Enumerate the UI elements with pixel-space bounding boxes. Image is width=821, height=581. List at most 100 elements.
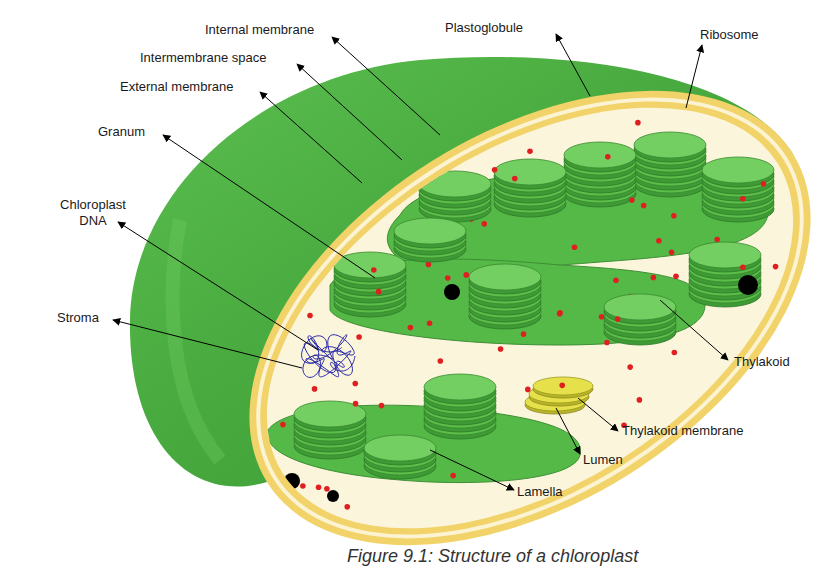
ribosome-dot	[463, 272, 469, 278]
granum-stack	[604, 294, 676, 345]
leader-line	[163, 135, 375, 278]
part-label: Lamella	[517, 484, 563, 500]
granum-stack	[334, 252, 406, 317]
ribosome-dot	[492, 167, 498, 173]
plastoglobule	[284, 473, 300, 489]
ribosome-dot	[527, 149, 533, 155]
ribosome-dot	[316, 484, 322, 490]
ribosome-dot	[408, 325, 414, 331]
chloroplast-dna	[302, 335, 355, 378]
leader-line	[556, 34, 590, 96]
figure-caption: Figure 9.1: Structure of a chloroplast	[347, 546, 638, 567]
part-label: External membrane	[120, 79, 233, 95]
ribosome-dot	[445, 275, 451, 281]
ribosome-dot	[714, 237, 720, 243]
part-label: Thylakoid	[734, 354, 790, 370]
ribosome-dot	[740, 264, 746, 270]
part-label: Intermembrane space	[140, 50, 266, 66]
leader-line	[430, 450, 514, 490]
ribosome-dot	[371, 267, 377, 273]
part-label: Internal membrane	[205, 22, 314, 38]
leader-line	[297, 64, 402, 160]
thylakoid-disc	[494, 159, 566, 185]
ribosome-dot	[572, 244, 578, 250]
granum-stack	[394, 218, 466, 262]
ribosome-dot	[438, 358, 444, 364]
plastoglobule	[327, 490, 339, 502]
ribosome-dot	[481, 221, 487, 227]
ribosome-dot	[605, 154, 611, 160]
ribosome-dot	[641, 203, 647, 209]
ribosome-dot	[427, 320, 433, 326]
leader-line	[578, 398, 618, 431]
ribosome-dot	[280, 422, 286, 428]
ribosome-dot	[773, 264, 779, 270]
ribosome-dot	[669, 249, 675, 255]
cut-face	[169, 0, 821, 581]
ribosome-dot	[521, 331, 527, 337]
thylakoid-disc	[424, 374, 496, 400]
granum-stack	[424, 374, 496, 439]
ribosome-dot	[637, 397, 643, 403]
ribosome-dot	[629, 197, 635, 203]
leader-line	[118, 222, 318, 350]
granum-stack	[689, 242, 761, 307]
ribosome-dot	[324, 486, 330, 492]
thylakoid-disc	[469, 264, 541, 290]
envelope-shading	[173, 220, 220, 460]
granum-stack	[364, 435, 436, 479]
lumen-disc	[533, 377, 593, 395]
thylakoid-disc	[394, 218, 466, 244]
granum-stack	[494, 159, 566, 217]
part-label: Lumen	[583, 452, 623, 468]
granum-stack	[564, 142, 636, 207]
granum-stack	[294, 401, 366, 459]
ribosome-dot	[604, 340, 610, 346]
ribosome-dot	[613, 277, 619, 283]
ribosome-dot	[673, 273, 679, 279]
granum-stack	[419, 171, 491, 222]
ribosome-dot	[312, 386, 318, 392]
plastoglobule	[444, 284, 460, 300]
thylakoid-disc	[294, 401, 366, 427]
thylakoid-disc	[364, 435, 436, 461]
ribosome-dot	[450, 473, 456, 479]
part-label: Granum	[98, 124, 145, 140]
granum-stack	[634, 132, 706, 197]
ribosome-dot	[356, 334, 362, 340]
ribosome-dot	[498, 346, 504, 352]
part-label: Ribosome	[700, 27, 759, 43]
thylakoid-disc	[419, 171, 491, 197]
leader-line	[113, 320, 302, 368]
granum-stack	[469, 264, 541, 329]
intermembrane-space	[179, 6, 821, 581]
ribosome-dot	[376, 289, 382, 295]
thylakoid-disc	[564, 142, 636, 168]
ribosome-dot	[599, 314, 605, 320]
granum-stack	[702, 157, 774, 222]
ribosome-dot	[651, 275, 657, 281]
thylakoid-disc	[702, 157, 774, 183]
leader-line	[260, 92, 362, 183]
part-label: Chloroplast DNA	[48, 197, 138, 229]
part-label: Plastoglobule	[445, 20, 523, 36]
ribosome-dot	[671, 213, 677, 219]
leader-line	[686, 45, 702, 108]
thylakoid-disc	[689, 242, 761, 268]
external-membrane	[169, 0, 821, 581]
ribosome-dot	[761, 181, 767, 187]
ribosome-dot	[344, 504, 350, 510]
ribosome-dot	[557, 310, 563, 316]
ribosome-dot	[559, 383, 565, 389]
ribosome-dot	[615, 316, 621, 322]
ribosome-dot	[300, 483, 306, 489]
stroma	[193, 21, 821, 581]
leader-lines	[113, 34, 728, 490]
leader-line	[332, 37, 440, 135]
part-label: Stroma	[57, 310, 99, 326]
ribosome-dot	[656, 238, 662, 244]
ribosome-dot	[512, 176, 518, 182]
ribosome-dot	[627, 364, 633, 370]
chloroplast-interior	[267, 96, 778, 510]
